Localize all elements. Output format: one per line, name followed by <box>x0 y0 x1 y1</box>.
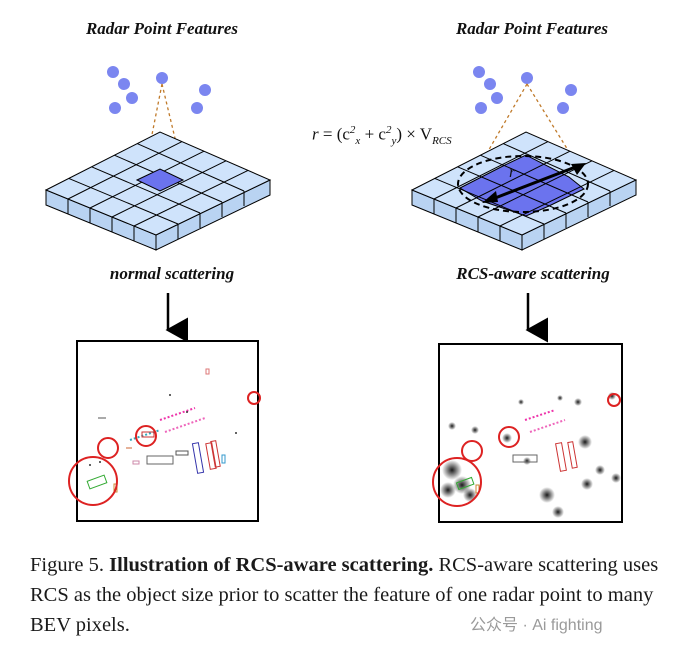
right-radar-points <box>473 66 577 114</box>
rcs-formula: r = (c2x + c2y) × VRCS <box>312 124 452 148</box>
right-scattering-label: RCS-aware scattering <box>456 264 610 283</box>
left-radar-points <box>107 66 211 114</box>
caption-prefix: Figure 5. <box>30 554 110 576</box>
figure-caption: Figure 5. Illustration of RCS-aware scat… <box>30 550 662 640</box>
left-panel-title: Radar Point Features <box>85 19 239 38</box>
caption-lead: Illustration of RCS-aware scattering. <box>109 554 434 576</box>
left-scattering-label: normal scattering <box>109 264 235 283</box>
watermark: 公众号 · Ai fighting <box>470 617 603 634</box>
left-scatter-cone <box>142 83 186 181</box>
right-bev-image <box>432 343 623 523</box>
rcs-radius-ellipse <box>457 155 589 213</box>
radius-label: r <box>509 164 516 181</box>
right-bev-grid <box>410 131 638 251</box>
rcs-radius-arrow <box>489 164 579 202</box>
left-bev-image <box>68 340 261 522</box>
right-panel-title: Radar Point Features <box>455 19 609 38</box>
left-bev-grid <box>44 131 272 251</box>
caption-body: RCS-aware scattering uses RCS as the obj… <box>30 554 659 636</box>
